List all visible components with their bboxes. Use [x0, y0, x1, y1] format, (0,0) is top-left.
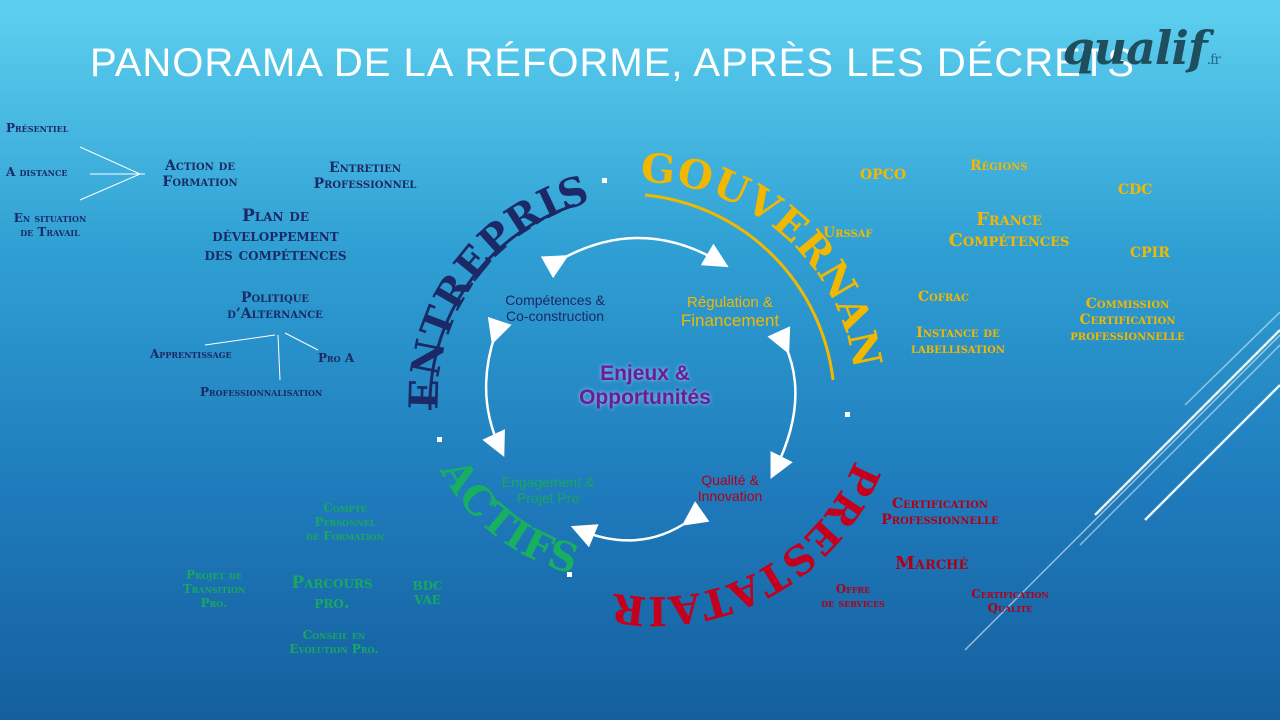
cycle-arrow	[767, 326, 797, 479]
cycle-arrow	[482, 316, 512, 458]
item-cpf: Compte Personnel de Formation	[306, 501, 384, 543]
item-marche: Marché	[895, 553, 969, 574]
connector-line	[284, 332, 319, 351]
decor-line	[1184, 311, 1280, 406]
decor-line	[964, 334, 1280, 651]
center-line: Opportunités	[579, 386, 711, 410]
item-conseil-evolution: Conseil en Evolution Pro.	[289, 628, 379, 656]
item-professionnalisation: Professionnalisation	[200, 385, 323, 399]
item-projet-transition: Projet de Transition Pro.	[182, 568, 246, 610]
item-plan-developpement: Plan de développement des compétences	[204, 206, 347, 266]
arc-label-actifs: ACTIFS	[430, 450, 584, 584]
quadrant-competences: Compétences & Co-construction	[505, 292, 605, 325]
item-opco: OPCO	[860, 167, 907, 183]
connector-line	[204, 334, 276, 346]
tick-mark	[437, 437, 442, 442]
qualif-logo: qualif.fr	[1062, 21, 1222, 75]
quadrant-regulation: Régulation & Financement	[680, 294, 780, 331]
item-cofrac: Cofrac	[918, 289, 969, 305]
item-presentiel: Présentiel	[6, 121, 69, 135]
tick-mark	[845, 412, 850, 417]
tick-mark	[602, 178, 607, 183]
item-urssaf: Urssaf	[823, 225, 873, 241]
item-apprentissage: Apprentissage	[150, 347, 232, 361]
item-instance-labellisation: Instance de labellisation	[910, 325, 1005, 358]
item-distance: A distance	[6, 165, 68, 179]
entreprises-arc	[428, 203, 576, 411]
item-cdc: CDC	[1118, 182, 1153, 198]
item-regions: Régions	[970, 158, 1028, 174]
logo-suffix: .fr	[1206, 52, 1221, 68]
item-entretien: Entretien Professionnel	[313, 160, 417, 193]
item-france-competences: France Compétences	[948, 209, 1070, 251]
item-commission: Commission Certification professionnelle	[1070, 296, 1185, 345]
decor-line	[1144, 384, 1280, 521]
item-cpir: CPIR	[1130, 245, 1170, 261]
decor-line	[1094, 329, 1280, 516]
item-bdc-vae: BDC VAE	[412, 579, 443, 607]
gouvernance-arc	[644, 193, 835, 381]
decor-line	[1079, 344, 1280, 546]
logo-name: qualif	[1062, 21, 1208, 75]
quadrant-qualite: Qualité & Innovation	[697, 472, 763, 505]
item-politique-alternance: Politique d’Alternance	[227, 290, 323, 323]
item-situation: En situation de Travail	[13, 211, 87, 239]
tick-mark	[567, 572, 572, 577]
center-line: Enjeux &	[600, 362, 690, 385]
item-parcours-pro: Parcours pro.	[291, 573, 373, 613]
quadrant-engagement: Engagement & Projet Pro	[501, 474, 595, 507]
item-certification-qualite: Certification Qualité	[971, 587, 1049, 615]
cycle-arrow	[540, 236, 729, 279]
cycle-arrow	[570, 501, 710, 548]
connector-line	[277, 334, 281, 381]
center-label: Enjeux & Opportunités	[560, 362, 730, 410]
item-pro-a: Pro A	[318, 351, 355, 365]
item-action-formation: Action de Formation	[162, 158, 238, 191]
page-title: Panorama de la réforme, après les décret…	[90, 41, 1135, 85]
item-offre-services: Offre de services	[821, 582, 885, 610]
item-certification-professionnelle: Certification Professionnelle	[881, 496, 999, 529]
